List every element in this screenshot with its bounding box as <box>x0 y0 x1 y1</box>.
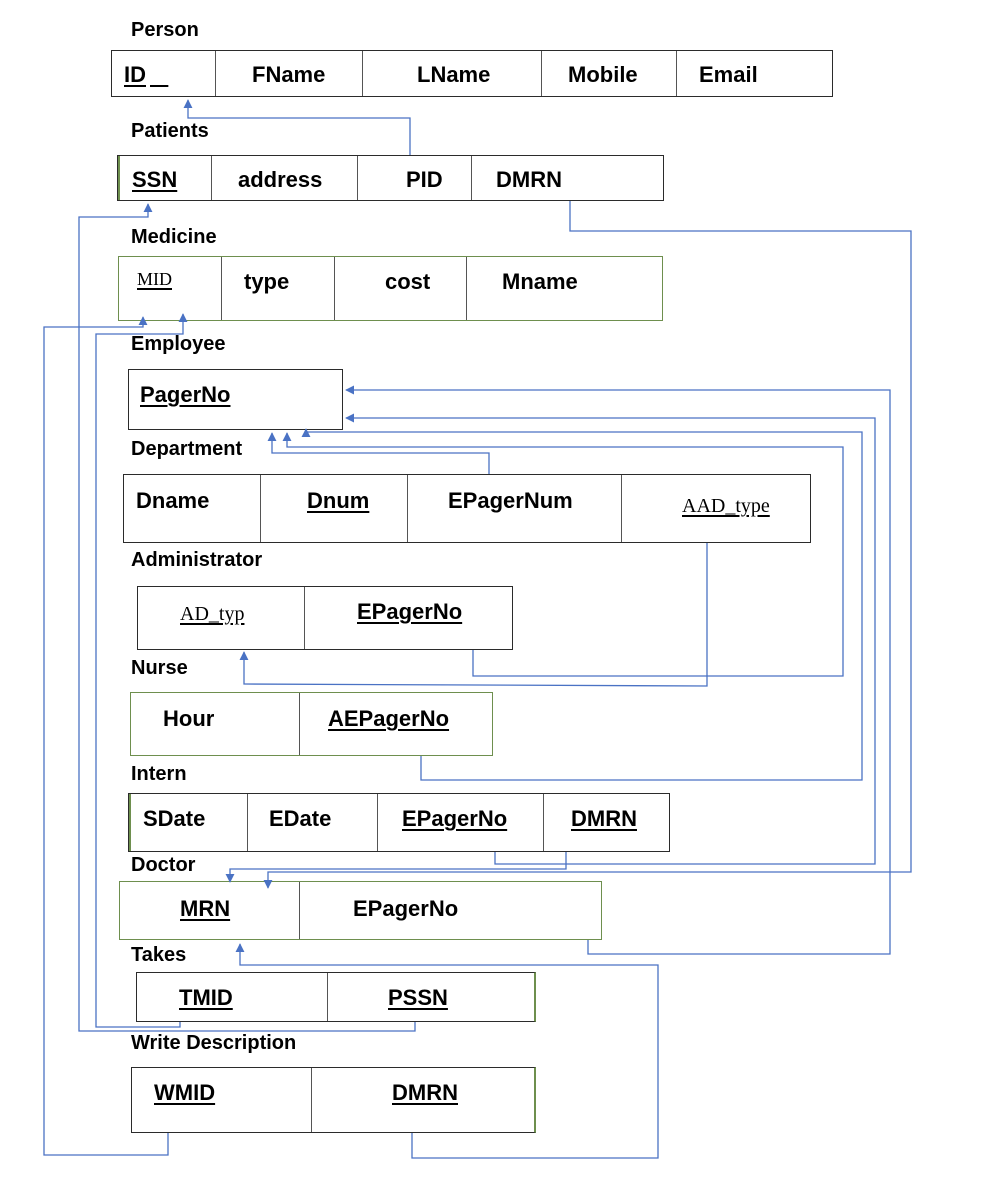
link-patients-dmrn-to-doctor-mrn <box>263 201 912 889</box>
department-col-dnum: Dnum <box>260 475 407 542</box>
department-col-dname: Dname <box>136 488 210 513</box>
person-col-id: ID <box>124 62 146 87</box>
administrator-table: AD_typ EPagerNo <box>137 586 513 650</box>
intern-col-edate: EDate <box>247 794 377 851</box>
employee-table: PagerNo <box>128 369 343 430</box>
takes-col-tmid: TMID <box>179 985 233 1010</box>
administrator-col-ad-typ: AD_typ <box>180 603 245 625</box>
doctor-col-mrn: MRN <box>180 896 231 921</box>
employee-col-pagerno: PagerNo <box>140 382 231 407</box>
administrator-title: Administrator <box>131 549 263 571</box>
link-pid-to-person-id <box>183 99 411 155</box>
person-col-mobile: Mobile <box>541 51 676 96</box>
medicine-col-type: type <box>221 257 334 320</box>
intern-table: SDate EDate EPagerNo DMRN <box>128 793 670 852</box>
nurse-col-hour: Hour <box>163 706 215 731</box>
link-takes-tmid-to-medicine-mid <box>95 313 188 1028</box>
intern-col-sdate: SDate <box>129 794 247 851</box>
write-description-col-wmid: WMID <box>154 1080 216 1105</box>
link-wmid-to-medicine-mid <box>43 316 169 1156</box>
link-intern-epagerno-to-employee <box>345 413 876 865</box>
person-col-fname: FName <box>215 51 362 96</box>
medicine-title: Medicine <box>131 226 217 248</box>
department-col-epagernum: EPagerNum <box>407 475 621 542</box>
write-description-title: Write Description <box>131 1032 297 1054</box>
doctor-title: Doctor <box>131 854 196 876</box>
medicine-col-mid: MID <box>137 269 172 289</box>
patients-col-dmrn: DMRN <box>471 156 664 200</box>
person-table: ID FName LName Mobile Email <box>111 50 833 97</box>
department-col-aad-type: AAD_type <box>621 475 811 542</box>
nurse-col-aepagerno: AEPagerNo <box>299 693 493 755</box>
patients-col-address: address <box>211 156 357 200</box>
link-admin-epagerno-to-employee <box>282 432 844 677</box>
intern-col-dmrn: DMRN <box>543 794 670 851</box>
link-nurse-epagerno-to-employee <box>301 428 863 781</box>
takes-col-pssn: PSSN <box>327 973 535 1021</box>
person-col-lname: LName <box>362 51 541 96</box>
medicine-col-cost: cost <box>334 257 466 320</box>
employee-title: Employee <box>131 333 226 355</box>
write-description-col-dmrn: DMRN <box>311 1068 535 1132</box>
doctor-table: MRN EPagerNo <box>119 881 602 940</box>
takes-table: TMID PSSN <box>136 972 536 1022</box>
intern-col-epagerno: EPagerNo <box>377 794 543 851</box>
department-title: Department <box>131 438 243 460</box>
link-wd-dmrn-to-doctor-mrn <box>235 943 659 1159</box>
link-intern-dmrn-to-doctor-mrn <box>225 852 567 883</box>
doctor-col-epagerno: EPagerNo <box>299 882 602 939</box>
write-description-table: WMID DMRN <box>131 1067 536 1133</box>
intern-title: Intern <box>131 763 187 785</box>
administrator-col-epagerno: EPagerNo <box>304 587 513 649</box>
nurse-table: Hour AEPagerNo <box>130 692 493 756</box>
link-doctor-epagerno-to-employee <box>345 385 891 955</box>
link-takes-pssn-to-patients-ssn <box>78 203 416 1032</box>
medicine-col-mname: Mname <box>466 257 663 320</box>
medicine-table: MID type cost Mname <box>118 256 663 321</box>
patients-col-ssn: SSN <box>118 156 211 200</box>
patients-table: SSN address PID DMRN <box>117 155 664 201</box>
nurse-title: Nurse <box>131 657 188 679</box>
person-col-email: Email <box>676 51 833 96</box>
link-aad-type-to-ad-typ <box>239 543 708 687</box>
patients-title: Patients <box>131 120 209 142</box>
person-title: Person <box>131 19 199 41</box>
department-table: Dname Dnum EPagerNum AAD_type <box>123 474 811 543</box>
patients-col-pid: PID <box>357 156 471 200</box>
link-dept-epagernum-to-employee <box>267 432 490 474</box>
takes-title: Takes <box>131 944 187 966</box>
